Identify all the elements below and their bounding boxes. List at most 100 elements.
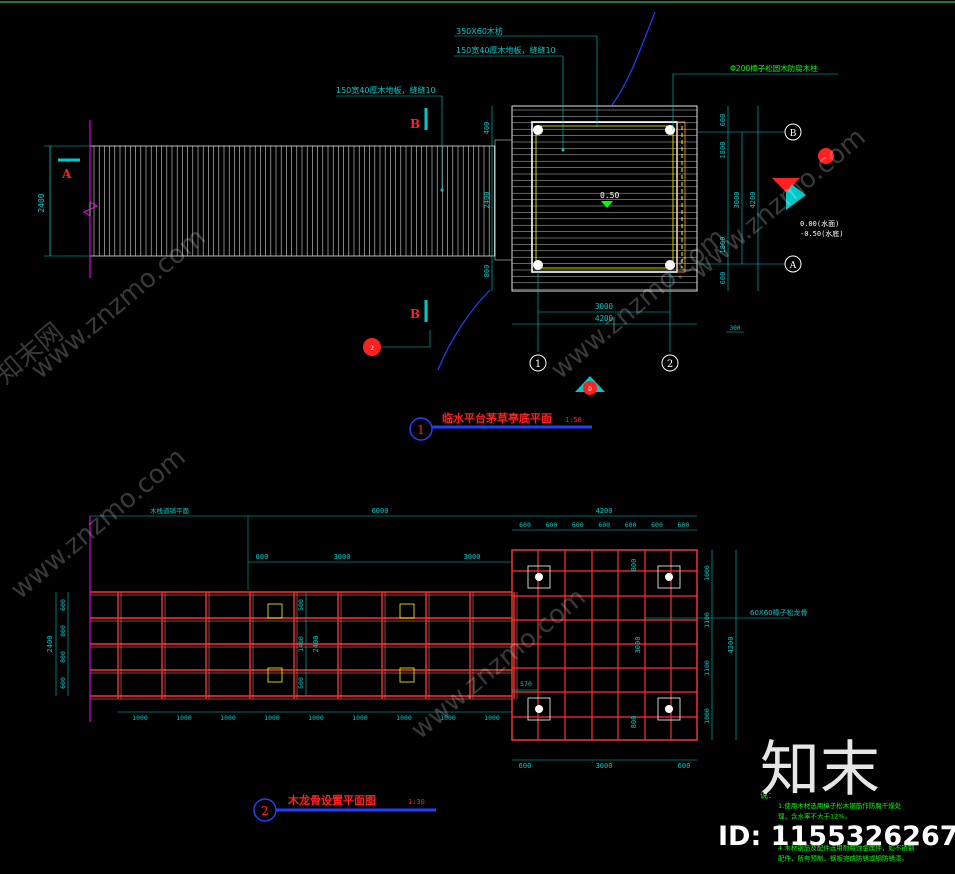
break-line-left [82, 120, 99, 278]
pav-dim-left-2400: 2400 [483, 192, 491, 209]
dim-600-label: 600 [546, 521, 558, 529]
plan-2: 6000 木栈道铺平面 4200 600 600 600 600 600 600 600 6… [46, 506, 808, 822]
leader-left [336, 95, 443, 190]
footing-4 [657, 697, 681, 721]
pav-dim-small: 300 [730, 325, 741, 332]
pavilion-side-rail [676, 121, 686, 273]
note-line: 配件，所有预制、钢板完成防锈或钢防锈漆。 [778, 854, 908, 863]
water-edge-curve-top [611, 11, 656, 106]
dim-left-total: 2400 [37, 193, 46, 212]
dim-600-label: 600 [519, 521, 531, 529]
pav-dim-r3000: 3000 [733, 192, 741, 209]
footing-3-post [535, 705, 543, 713]
dim-600-label: 600 [651, 521, 663, 529]
pav2-bot-600a: 600 [519, 762, 532, 770]
annot-right: Φ200樟子松圆木防腐木柱 [730, 63, 818, 73]
right-dim-label: 1000 [703, 565, 711, 581]
left-dim-label: 600 [59, 677, 67, 689]
dim-1000-label: 1000 [132, 714, 148, 722]
dim-1000-label: 1000 [264, 714, 280, 722]
notes-lines: 1.使用木材选用樟子松木钢筋作防腐干燥处理，含水率不大于12%。2.3.4.木材… [778, 801, 915, 863]
plan2-number: 2 [261, 804, 269, 818]
pav-dim-r4200: 4200 [749, 192, 757, 209]
wm-site-1: www.znzmo.com [25, 222, 211, 385]
right-total: 4200 [727, 637, 735, 654]
column-4 [665, 260, 675, 270]
mid-dim-label: 1400 [297, 636, 305, 652]
axis-a-bubble [784, 255, 802, 273]
mid-dim-label: 500 [297, 599, 305, 611]
dim-600-label: 600 [625, 521, 637, 529]
plan2-title: 木龙骨设置平面图 [287, 793, 376, 807]
section-b-label-bot: B [410, 307, 420, 321]
leader-top2-dot [561, 148, 565, 152]
left-dim-label: 600 [59, 599, 67, 611]
view-marker-bottom-bubble [583, 381, 597, 395]
notes: 说： 1.使用木材选用樟子松木钢筋作防腐干燥处理，含水率不大于12%。2.3.4… [760, 790, 915, 863]
elev-r1: 0.00(水面) [800, 219, 839, 228]
axis-b-bubble [784, 123, 802, 141]
plan1-scale: 1:50 [565, 416, 582, 424]
annot-top2: 150宽40厚木地板，缝缝10 [456, 45, 556, 55]
detail-bubble-left [363, 338, 381, 356]
pav-dim-left-400: 400 [483, 122, 491, 135]
leader-right [672, 73, 838, 130]
elev-r2: -0.50(水底) [800, 229, 844, 238]
pav-dim-r600b: 600 [719, 272, 727, 285]
right-note: 60X60樟子松龙骨 [750, 608, 808, 617]
detail-left-leader [381, 330, 431, 348]
wm-site-5: www.znzmo.com [685, 122, 871, 285]
section-b-label-top: B [410, 117, 420, 131]
inner-800a: 800 [630, 559, 638, 572]
detail-bubble-left-tag: 2 [370, 345, 374, 352]
pav-dim-bot-3000: 3000 [595, 302, 614, 311]
footing-1-post [535, 573, 543, 581]
axis-a-label: A [789, 261, 797, 271]
dim-600-top: 600 [256, 553, 269, 561]
dim-4200: 4200 [596, 507, 613, 515]
dim-1000-label: 1000 [396, 714, 412, 722]
plan-1: 2400 A B B 150宽40厚木地板，缝缝10 0.50 350 [37, 11, 844, 441]
dim-600-label: 600 [572, 521, 584, 529]
dim-600-label: 600 [598, 521, 610, 529]
dim-1000-label: 1000 [484, 714, 500, 722]
plan2-top-note: 木栈道铺平面 [150, 506, 190, 515]
note-line: 2. [778, 823, 784, 831]
water-edge-curve-bot [437, 289, 491, 371]
pav-dim-bot-4200: 4200 [595, 314, 614, 323]
pav2-bot-3000: 3000 [596, 762, 613, 770]
axis-2-label: 2 [667, 359, 673, 370]
walk-footing-3 [267, 667, 283, 683]
footing-1 [527, 565, 551, 589]
pavilion-beam-line [535, 125, 674, 269]
dim-1000-label: 1000 [176, 714, 192, 722]
mid-total: 2400 [312, 636, 320, 653]
detail-bubble-right [818, 148, 834, 164]
wm-brand: 知末 [760, 735, 880, 805]
pavilion-planks [512, 109, 697, 290]
right-dim-label: 1000 [703, 708, 711, 724]
leader-top1 [454, 35, 598, 127]
elev-arrow-right [786, 180, 806, 210]
walk-footing-1 [267, 603, 283, 619]
dim-600-label: 600 [678, 521, 690, 529]
footing-2-post [665, 573, 673, 581]
walk-footing-2 [399, 603, 415, 619]
mid-dim-label: 500 [297, 677, 305, 689]
pav-dim-r600a: 600 [719, 114, 727, 127]
pav2-joists [511, 549, 698, 741]
walk-connector [494, 139, 513, 261]
plan1-number: 1 [417, 423, 425, 437]
plan2-scale: 1:30 [408, 798, 425, 806]
section-a-label: A [61, 167, 72, 181]
dim-6000: 6000 [372, 507, 389, 515]
pav2-bot-600b: 600 [678, 762, 691, 770]
footing-3 [527, 697, 551, 721]
annot-left: 150宽40厚木地板，缝缝10 [336, 85, 436, 95]
note-line: 3. [778, 834, 784, 842]
pav-dim-r1800b: 1800 [719, 237, 727, 254]
leader-top2 [454, 55, 564, 150]
